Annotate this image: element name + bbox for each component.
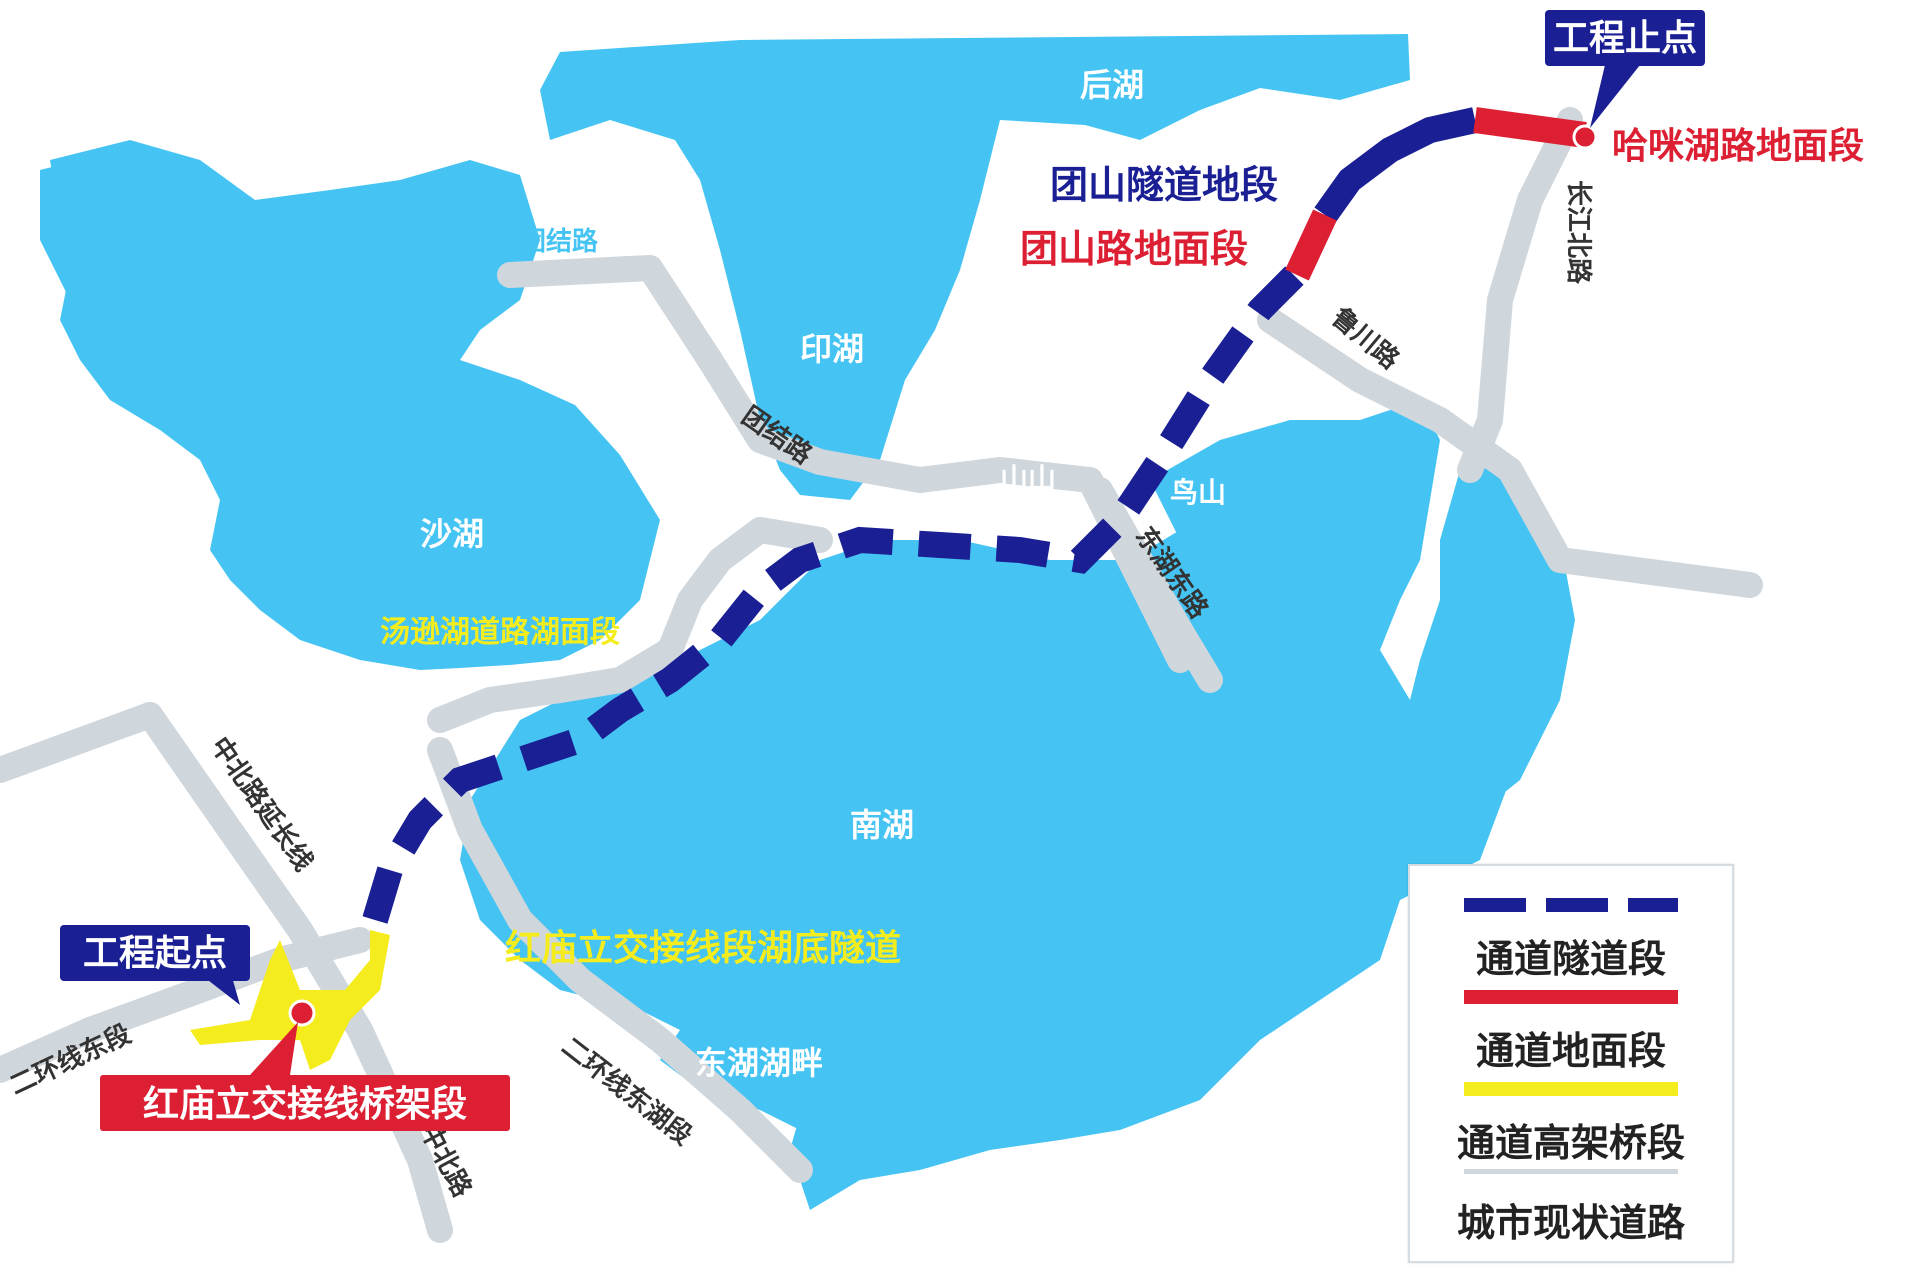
section-label-ground-end: 哈咪湖路地面段 xyxy=(1612,126,1864,167)
place-label-hill-b: 鸟山 xyxy=(1170,476,1226,509)
lake-south-inlet xyxy=(660,1030,820,1130)
section-label-tunnel: 团山隧道地段 xyxy=(1050,163,1278,207)
lake-labels: 后湖 印湖 沙湖 南湖 东湖湖畔 山山 鸟山 xyxy=(420,66,1226,1082)
lake-label-yin: 印湖 xyxy=(800,330,864,368)
route-ground-upper xyxy=(1473,107,1587,148)
start-bridge-text: 红庙立交接线桥架段 xyxy=(143,1083,467,1125)
road-tangxun-edge-line xyxy=(427,517,833,733)
road-left-vertical-line xyxy=(137,702,453,1243)
section-label-ground: 团山路地面段 xyxy=(1020,227,1248,271)
road-left-diag-line xyxy=(0,927,373,1083)
section-label-elevated-note: 红庙立交接线段湖底隧道 xyxy=(505,927,901,969)
lake-east xyxy=(1150,400,1440,540)
start-callout-text: 工程起点 xyxy=(83,933,227,974)
road-center-diag-line xyxy=(1087,477,1223,693)
lake-yin xyxy=(745,190,895,380)
road-left-top-line xyxy=(0,702,163,783)
legend-label-road: 城市现状道路 xyxy=(1456,1201,1685,1245)
legend-swatch-road xyxy=(1464,1169,1678,1174)
end-callout: 工程止点 xyxy=(1545,10,1705,66)
lake-label-top: 后湖 xyxy=(1080,66,1144,104)
legend-swatch-ground xyxy=(1464,990,1678,1004)
route-tunnel xyxy=(362,260,1310,924)
legend-swatch-elevated xyxy=(1464,1082,1678,1096)
legend-label-ground: 通道地面段 xyxy=(1475,1029,1666,1073)
road-right-vertical-line xyxy=(1457,107,1583,483)
end-callout-box xyxy=(1545,10,1705,66)
lake-right xyxy=(1390,470,1575,860)
route-ground-lower xyxy=(1285,209,1337,281)
roads xyxy=(0,107,1763,1243)
legend: 通道隧道段 通道地面段 通道高架桥段 城市现状道路 xyxy=(1408,864,1734,1263)
elevated-ramp xyxy=(190,930,390,1070)
lake-top xyxy=(540,34,1410,500)
legend-label-elevated: 通道高架桥段 xyxy=(1456,1121,1685,1165)
start-point-marker xyxy=(288,999,316,1027)
end-callout-pointer xyxy=(1590,65,1640,128)
route-tunnel-solid xyxy=(1314,107,1478,223)
start-bridge-box xyxy=(100,1075,510,1131)
interchange-elevated xyxy=(190,930,390,1070)
start-bridge-callout: 红庙立交接线桥架段 xyxy=(100,1075,510,1131)
legend-swatch-tunnel xyxy=(1464,898,1678,912)
legend-label-tunnel: 通道隧道段 xyxy=(1475,937,1666,981)
start-callout-box xyxy=(60,925,250,981)
lake-label-main: 南湖 xyxy=(850,806,914,844)
section-labels: 团山隧道地段 团山路地面段 哈咪湖路地面段 汤逊湖道路湖面段 红庙立交接线段湖底… xyxy=(380,126,1864,969)
lake-label-tangxun: 沙湖 xyxy=(420,515,484,553)
start-bridge-pointer xyxy=(250,1022,298,1075)
start-callout: 工程起点 xyxy=(60,925,250,981)
section-label-tangxun-note: 汤逊湖道路湖面段 xyxy=(380,615,620,650)
place-label-hill-a: 山山 xyxy=(1000,462,1056,495)
lake-label-east: 东湖湖畔 xyxy=(695,1044,823,1082)
road-label-right-vertical: 长江北路 xyxy=(1563,180,1594,285)
route-tunnel-segment xyxy=(362,260,1310,924)
end-point-marker xyxy=(1572,124,1598,150)
road-label-top-center: 团结路 xyxy=(520,226,599,257)
road-lower-diag-line xyxy=(427,737,813,1183)
end-callout-text: 工程止点 xyxy=(1553,18,1697,59)
lake-left xyxy=(40,150,200,330)
